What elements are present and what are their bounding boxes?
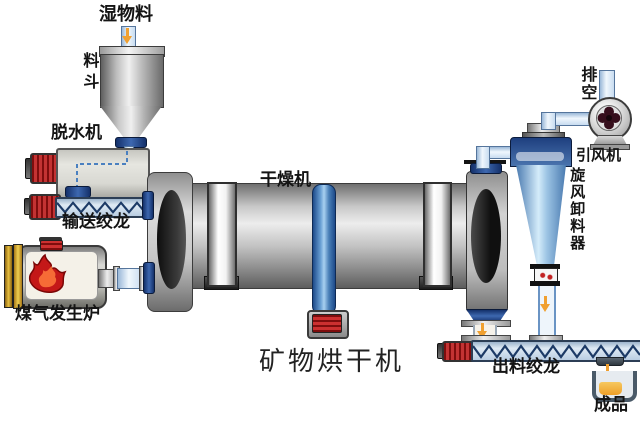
airlock-valve (534, 268, 558, 284)
cyclone-fan-pipe-elbow (541, 112, 556, 130)
drum-riding-ring (423, 182, 452, 287)
cyclone-highlight (516, 152, 564, 161)
diagram-title: 矿物烘干机 (259, 347, 405, 376)
airlock-valve-top-flange (530, 264, 560, 269)
flow-arrow-icon (122, 28, 133, 45)
drive-motor (312, 314, 342, 333)
label-cyclone-discharger: 旋风卸料器 (568, 167, 586, 252)
label-discharge-screw-conveyor: 出料绞龙 (492, 357, 560, 376)
product-outlet (596, 357, 624, 366)
feed-screw-conveyor-tube (55, 197, 148, 218)
label-gas-generator-furnace: 煤气发生炉 (15, 304, 100, 323)
furnace-cap (40, 240, 63, 251)
label-wet-material: 湿物料 (99, 4, 153, 24)
label-feed-screw-conveyor: 输送绞龙 (62, 212, 130, 231)
screw-zigzag-icon (472, 344, 640, 359)
label-dewatering-machine: 脱水机 (51, 123, 102, 142)
dewater-flow-dashed-line (76, 151, 128, 191)
drum-riding-ring (207, 182, 237, 287)
airlock-valve-bottom-flange (530, 281, 560, 286)
discharge-housing-opening (471, 189, 501, 283)
discharge-screw-conveyor-tube (471, 340, 640, 362)
flame-icon (28, 253, 67, 294)
hopper-body (100, 54, 164, 108)
fan-base (590, 144, 630, 150)
label-dryer: 干燥机 (260, 170, 311, 189)
furnace-drum-flange (143, 262, 155, 294)
label-induced-draft-fan: 引风机 (576, 147, 622, 164)
screw-zigzag-icon (56, 201, 146, 214)
label-finished-product: 成品 (594, 395, 628, 414)
furnace-cap-top (39, 237, 62, 242)
feed-conveyor-drum-flange (142, 191, 154, 220)
cyclone-cone (516, 165, 566, 266)
flow-arrow-icon (540, 296, 551, 313)
furnace-grate-bar (13, 244, 23, 309)
furnace-grate-bar (4, 245, 13, 308)
label-exhaust-vent: 排空 (578, 66, 596, 102)
label-hopper: 料斗 (80, 52, 98, 94)
fan-blades-icon (596, 105, 622, 131)
housing-cyclone-pipe-elbow (476, 146, 490, 169)
drum-drive-band (312, 184, 336, 315)
drum-end-opening (157, 190, 186, 289)
hopper-funnel (100, 106, 162, 139)
product-material (599, 382, 622, 395)
